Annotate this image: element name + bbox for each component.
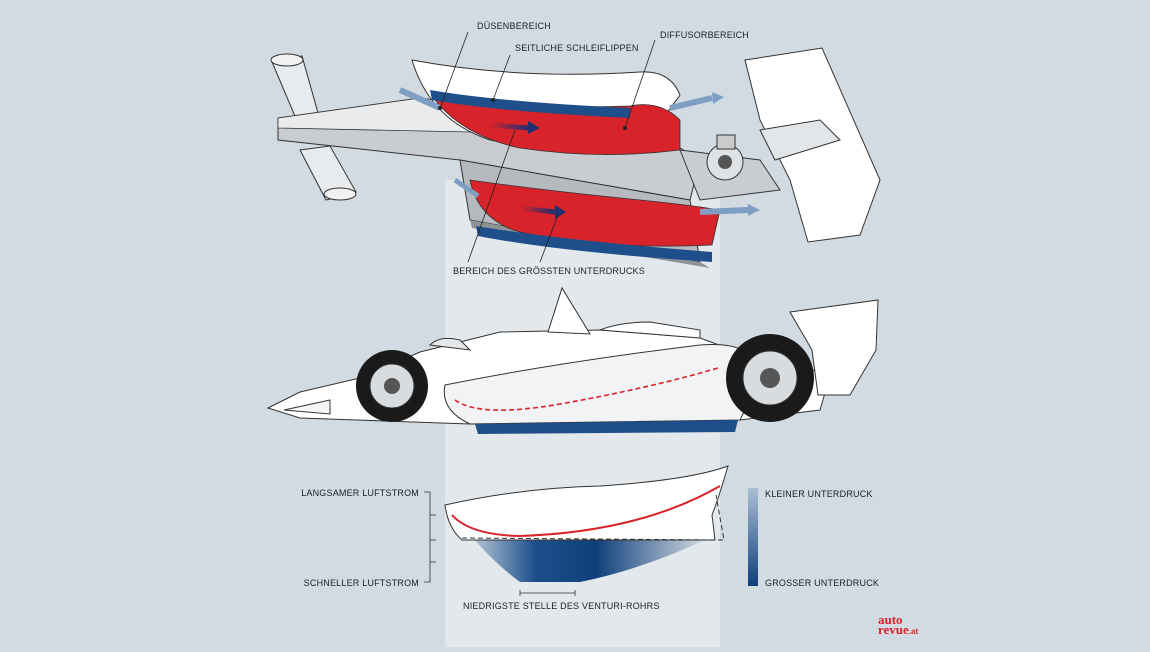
car-side-view [266,286,879,434]
logo-line-1: auto [878,612,903,627]
side-sidepod [443,343,761,425]
label-groesster-unterdruck: BEREICH DES GRÖSSTEN UNTERDRUCKS [453,266,645,276]
label-seitliche-schleiflippen: SEITLICHE SCHLEIFLIPPEN [515,43,639,53]
front-wing-right [299,145,357,201]
airflow-arrow-4 [453,177,480,199]
logo-line-2: revue [878,622,909,637]
label-langsamer-luftstrom: LANGSAMER LUFTSTROM [301,488,419,498]
airflow-arrow-1 [398,87,442,111]
venturi-body [444,465,729,541]
skirt-lower [476,226,712,262]
pressure-scale-bar [748,488,758,586]
venturi-profile-dashed [454,367,719,411]
venturi-lower-red [469,179,721,247]
airflow-arrow-3 [699,207,749,215]
logo-suffix: .at [908,627,919,636]
autorevue-logo: auto revue.at [878,612,919,637]
inner-arrow-lower [519,205,556,215]
inner-arrow-upper [489,122,529,131]
skirt-upper [430,90,630,118]
venturi-section [424,465,758,596]
label-kleiner-unterdruck: KLEINER UNTERDRUCK [765,489,873,499]
car-underside-view [270,31,881,268]
label-schneller-luftstrom: SCHNELLER LUFTSTROM [303,578,419,588]
side-skirt [475,420,738,434]
front-wheel [356,350,428,422]
label-grosser-unterdruck: GROSSER UNTERDRUCK [765,578,880,588]
venturi-underside-red [451,485,721,538]
venturi-low-pressure-gradient [462,525,705,582]
label-duesenbereich: DÜSENBEREICH [477,21,551,31]
label-niedrigste-stelle: NIEDRIGSTE STELLE DES VENTURI-ROHRS [463,601,660,611]
label-diffusorbereich: DIFFUSORBEREICH [660,30,750,40]
airflow-arrow-2 [669,95,713,111]
rear-wheel [726,334,814,422]
side-rear-wing [789,299,879,396]
